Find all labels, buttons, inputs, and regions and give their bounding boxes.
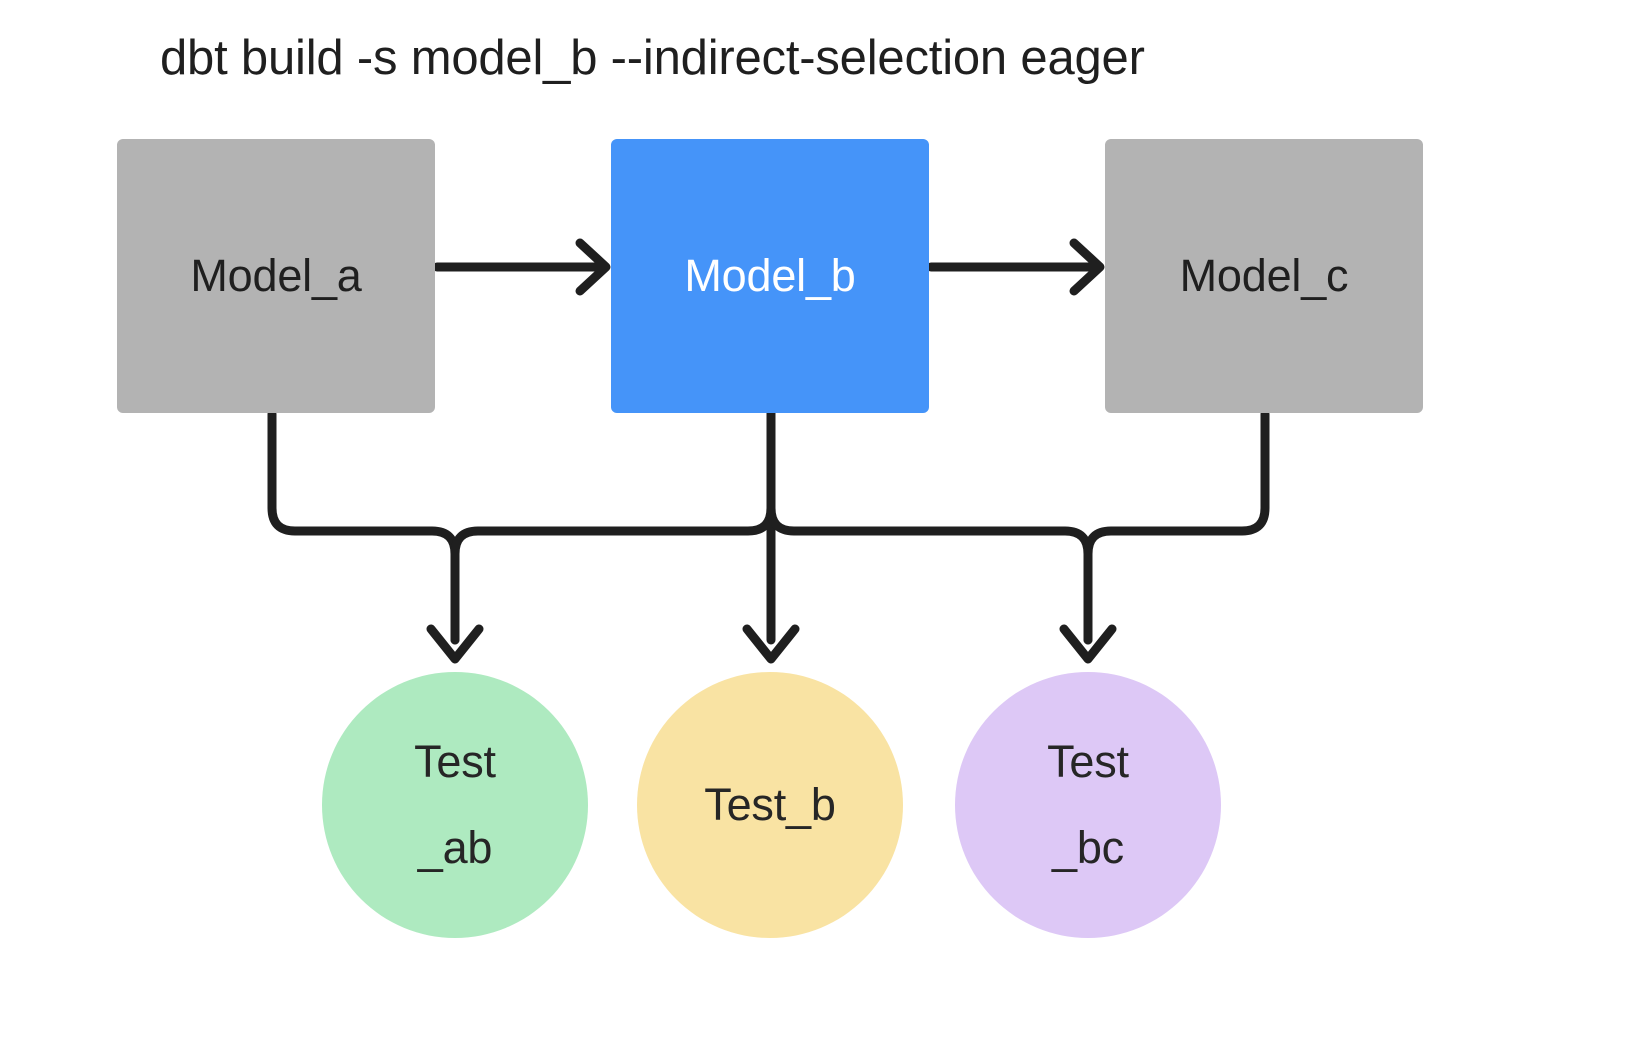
edge-model-c-to-test-bc <box>1083 409 1270 645</box>
node-model-c[interactable]: Model_c <box>1105 139 1423 413</box>
node-model-a[interactable]: Model_a <box>117 139 435 413</box>
node-model-b[interactable]: Model_b <box>611 139 929 413</box>
node-test-bc-label: Test _bc <box>1047 736 1129 873</box>
node-model-c-label: Model_c <box>1179 250 1349 301</box>
node-test-ab[interactable]: Test _ab <box>322 672 588 938</box>
edge-model-a-to-test-ab <box>267 409 460 645</box>
arrowhead-test-ab <box>426 624 484 664</box>
node-test-bc[interactable]: Test _bc <box>955 672 1221 938</box>
edge-model-b-to-test-bc <box>766 409 1093 645</box>
node-model-b-label: Model_b <box>684 250 856 301</box>
edge-model-b-to-model-c <box>926 238 1105 296</box>
node-model-a-label: Model_a <box>190 250 362 301</box>
edge-model-a-to-model-b <box>432 238 611 296</box>
node-test-b-label: Test_b <box>704 779 836 830</box>
arrowhead-test-b <box>742 624 800 664</box>
edge-model-b-to-test-ab <box>450 409 776 645</box>
arrowhead-test-bc <box>1059 624 1117 664</box>
node-test-b[interactable]: Test_b <box>637 672 903 938</box>
diagram-title: dbt build -s model_b --indirect-selectio… <box>160 31 1145 85</box>
node-test-ab-label: Test _ab <box>414 736 496 873</box>
